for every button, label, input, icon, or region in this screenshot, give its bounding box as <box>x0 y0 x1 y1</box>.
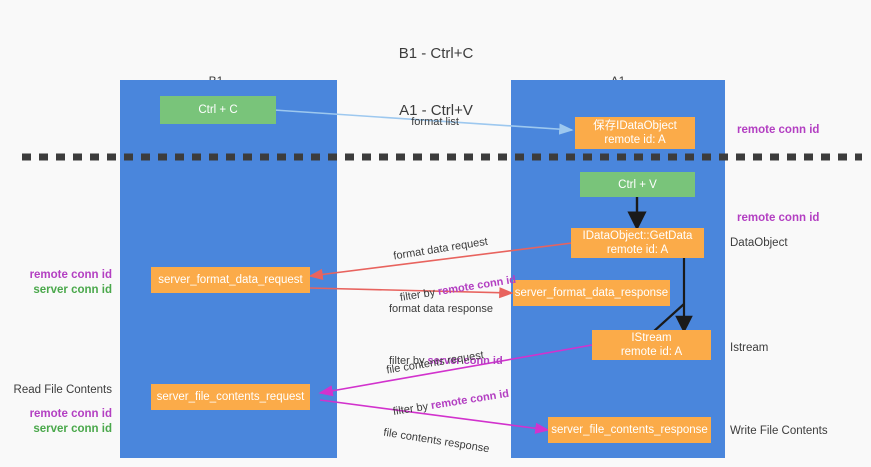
label-write-file-contents: Write File Contents <box>730 425 828 437</box>
node-getdata-line1: IDataObject::GetData <box>582 230 693 242</box>
title-line-1: B1 - Ctrl+C <box>398 45 474 62</box>
node-server-format-data-response[interactable]: server_format_data_response <box>513 280 670 306</box>
node-server-file-contents-request-label: server_file_contents_request <box>156 391 305 403</box>
label-left-read-file-contents-group: Read File Contents remote conn id server… <box>4 383 112 437</box>
label-read-file-contents: Read File Contents <box>13 384 112 396</box>
edge-label-format-data-request-text: format data request <box>392 235 489 263</box>
node-server-format-data-response-label: server_format_data_response <box>514 287 669 299</box>
node-istream-line1: IStream <box>631 332 672 344</box>
label-istream: Istream <box>730 342 769 354</box>
node-ctrl-v[interactable]: Ctrl + V <box>580 172 695 197</box>
edge-label-file-contents-request-text: file contents request <box>385 349 485 377</box>
label-dataobject: DataObject <box>730 237 788 249</box>
node-ctrl-v-label: Ctrl + V <box>618 178 657 191</box>
node-ctrl-c-label: Ctrl + C <box>198 104 238 116</box>
label-left-conn-ids-format: remote conn id server conn id <box>12 268 112 298</box>
node-server-file-contents-request[interactable]: server_file_contents_request <box>151 384 310 410</box>
node-server-file-contents-response[interactable]: server_file_contents_response <box>548 417 711 443</box>
node-istream[interactable]: IStream remote id: A <box>592 330 711 360</box>
node-save-idataobject-line1: 保存IDataObject <box>593 120 677 132</box>
label-left-server-conn-id-2: server conn id <box>33 423 112 435</box>
node-server-format-data-request-label: server_format_data_request <box>158 274 303 286</box>
node-save-idataobject-line2: remote id: A <box>604 134 666 146</box>
node-idataobject-getdata[interactable]: IDataObject::GetData remote id: A <box>571 228 704 258</box>
node-istream-line2: remote id: A <box>620 346 683 358</box>
edge-label-format-list: format list <box>399 101 459 143</box>
label-remote-conn-id-top: remote conn id <box>737 124 820 136</box>
edge-label-format-data-response-text: format data response <box>389 303 493 315</box>
label-left-remote-conn-id-1: remote conn id <box>29 269 112 281</box>
node-getdata-line2: remote id: A <box>606 244 669 256</box>
label-remote-conn-id-getdata: remote conn id <box>737 212 820 224</box>
node-server-format-data-request[interactable]: server_format_data_request <box>151 267 310 293</box>
node-save-idataobject[interactable]: 保存IDataObject remote id: A <box>575 117 695 149</box>
edge-label-format-list-text: format list <box>411 116 459 128</box>
node-ctrl-c[interactable]: Ctrl + C <box>160 96 276 124</box>
label-left-server-conn-id-1: server conn id <box>33 284 112 296</box>
label-left-remote-conn-id-2: remote conn id <box>29 408 112 420</box>
node-server-file-contents-response-label: server_file_contents_response <box>551 424 708 436</box>
edge-label-file-contents-response-text: file contents response <box>382 426 491 456</box>
